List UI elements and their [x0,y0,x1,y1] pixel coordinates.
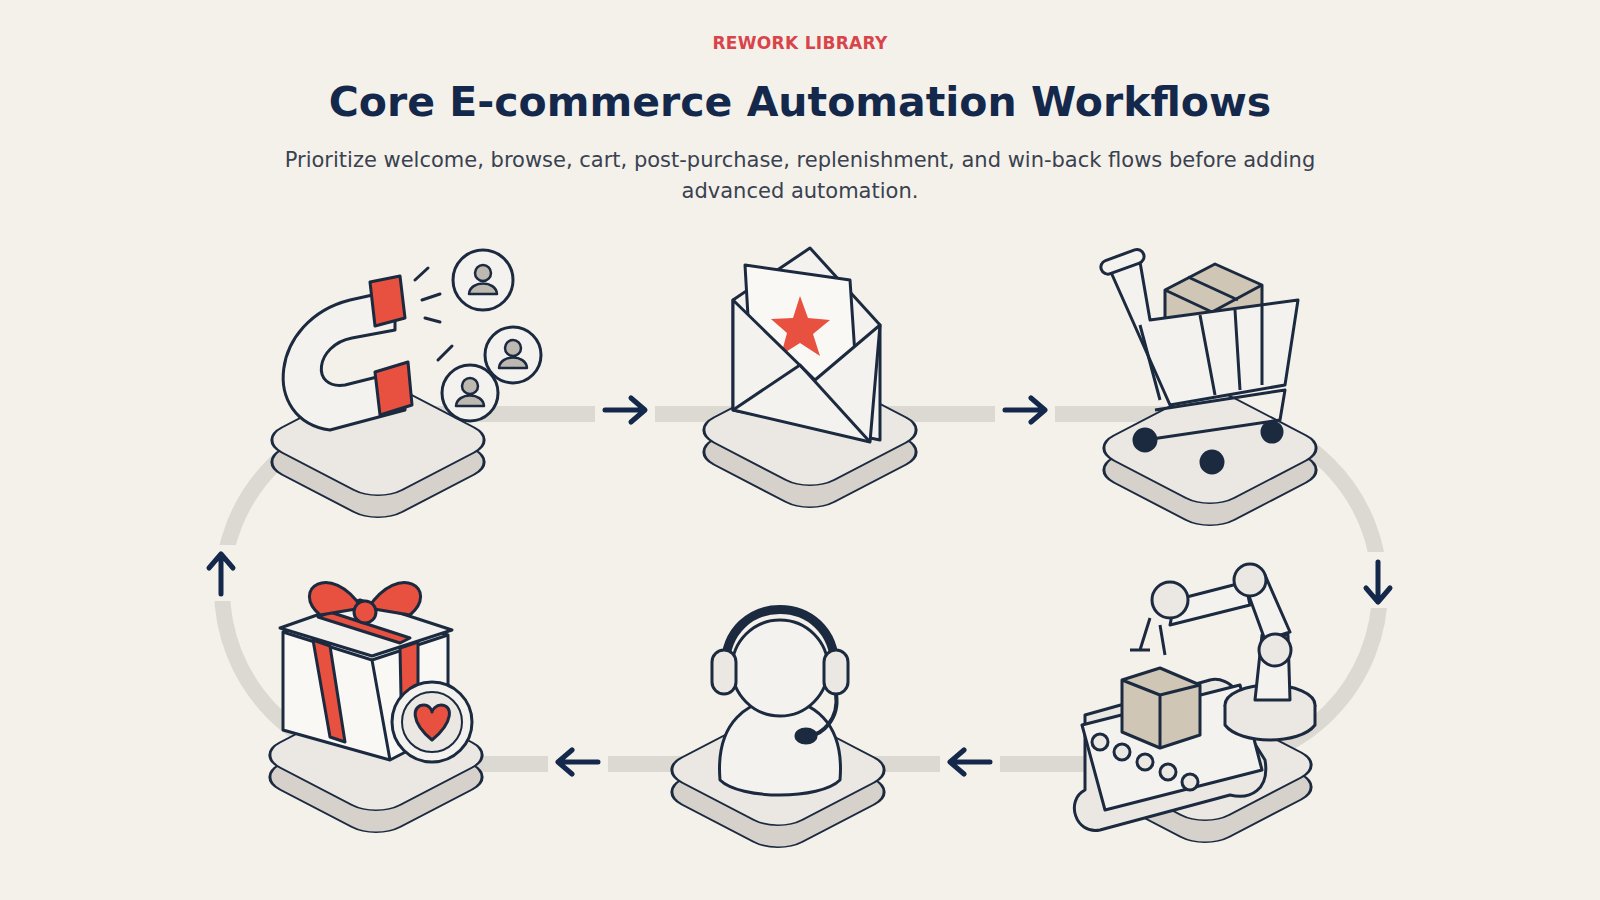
kicker-label: REWORK LIBRARY [0,33,1600,53]
magnet-icon [283,250,541,430]
page-title: Core E-commerce Automation Workflows [0,78,1600,126]
platforms [256,367,1330,854]
robot-conveyor-icon [1074,564,1315,830]
page-caption: Prioritize welcome, browse, cart, post-p… [250,145,1350,207]
envelope-icon [733,248,880,442]
cart-icon [1099,248,1298,473]
support-agent-icon [712,610,848,796]
gift-icon [280,583,472,762]
